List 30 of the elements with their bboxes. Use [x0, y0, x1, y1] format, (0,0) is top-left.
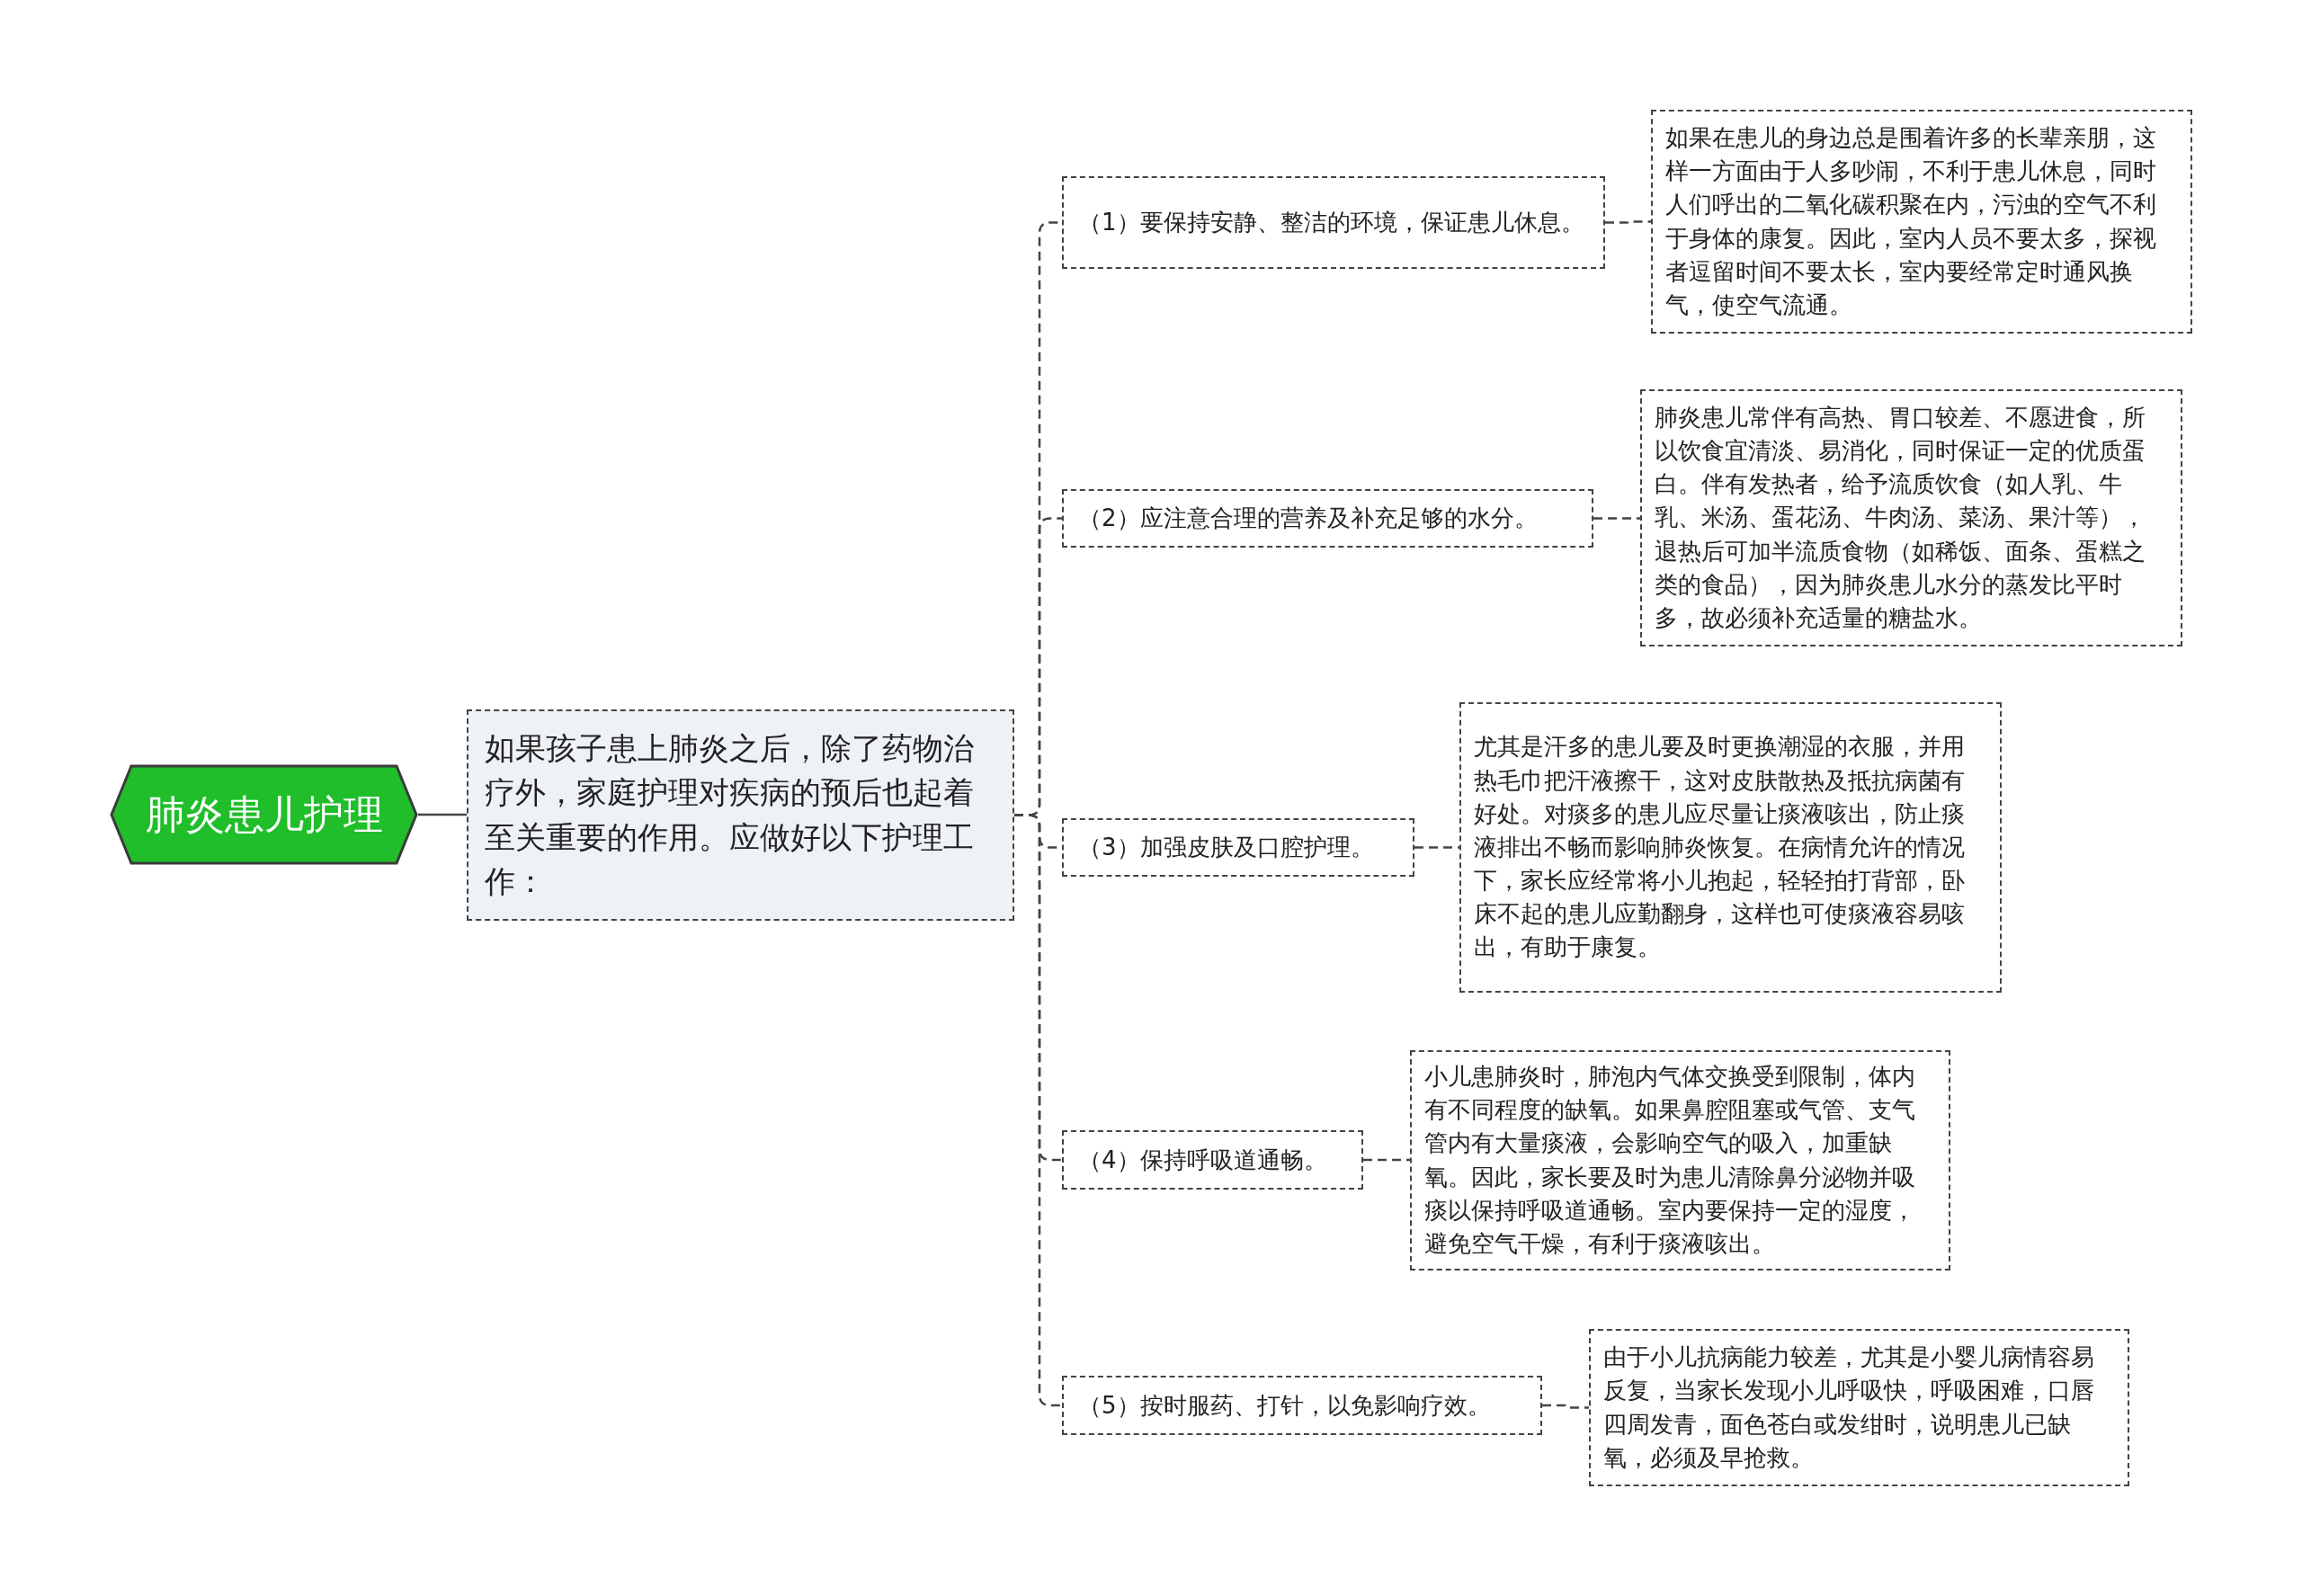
note-box	[1410, 1050, 1950, 1271]
topic-text: （4）保持呼吸道通畅。	[1078, 1145, 1327, 1175]
central-topic	[110, 763, 418, 866]
note-box	[1459, 702, 2002, 993]
note-text: 尤其是汗多的患儿要及时更换潮湿的衣服，并用热毛巾把汗液擦干，这对皮肤散热及抵抗病菌有好处。对痰多的患儿应尽量让痰液咳出，防止痰液排出不畅而影响肺炎恢复。在病情允许的情况下，家长应经常将小儿抱起，轻轻拍打背部，卧床不起的患儿应勤翻身，这样也可使痰液容易咳出，有助于康复。	[1474, 732, 1966, 963]
topic-box	[1062, 818, 1414, 877]
topic-box	[1062, 1376, 1542, 1435]
topic-text: （3）加强皮肤及口腔护理。	[1078, 833, 1374, 863]
topic-text: （5）按时服药、打针，以免影响疗效。	[1078, 1390, 1491, 1421]
note-box	[1589, 1329, 2129, 1486]
summary-text: 如果孩子患上肺炎之后，除了药物治疗外，家庭护理对疾病的预后也起着至关重要的作用。应做好以下护理工作：	[485, 728, 975, 901]
topic-box	[1062, 1130, 1363, 1190]
note-text: 小儿患肺炎时，肺泡内气体交换受到限制，体内有不同程度的缺氧。如果鼻腔阻塞或气管、支气管内有大量痰液，会影响空气的吸入，加重缺氧。因此，家长要及时为患儿清除鼻分泌物并吸痰以保持呼吸道通畅。室内要保持一定的湿度，避免空气干燥，有利于痰液咳出。	[1424, 1062, 1916, 1259]
topic-text: （1）要保持安静、整洁的环境，保证患儿休息。	[1078, 208, 1584, 238]
note-box	[1640, 389, 2182, 646]
connector-line	[1542, 1404, 1589, 1409]
connector-line	[1363, 1158, 1410, 1162]
note-text: 肺炎患儿常伴有高热、胃口较差、不愿进食，所以饮食宜清淡、易消化，同时保证一定的优质蛋白。伴有发热者，给予流质饮食（如人乳、牛乳、米汤、蛋花汤、牛肉汤、菜汤、果汁等），退热后可加半流质食物（如稀饭、面条、蛋糕之类的食品），因为肺炎患儿水分的蒸发比平时多，故必须补充适量的糖盐水。	[1655, 402, 2146, 633]
connector-line	[1414, 846, 1459, 849]
topic-box	[1062, 176, 1605, 269]
note-box	[1651, 110, 2192, 334]
topic-title: 肺炎患儿护理	[145, 790, 383, 839]
topic-box	[1062, 489, 1593, 548]
connector-line	[1605, 220, 1651, 224]
note-text: 如果在患儿的身边总是围着许多的长辈亲朋，这样一方面由于人多吵闹，不利于患儿休息，同时人们呼出的二氧化碳积聚在内，污浊的空气不利于身体的康复。因此，室内人员不要太多，探视者逗留时间不要太长，室内要经常定时通风换气，使空气流通。	[1665, 123, 2157, 320]
summary-box	[467, 709, 1014, 921]
connector-line	[418, 813, 467, 816]
note-text: 由于小儿抗病能力较差，尤其是小婴儿病情容易反复，当家长发现小儿呼吸快，呼吸困难，口唇四周发青，面色苍白或发绀时，说明患儿已缺氧，必须及早抢救。	[1603, 1342, 2095, 1473]
topic-text: （2）应注意合理的营养及补充足够的水分。	[1078, 504, 1538, 534]
connector-line	[1593, 517, 1640, 520]
